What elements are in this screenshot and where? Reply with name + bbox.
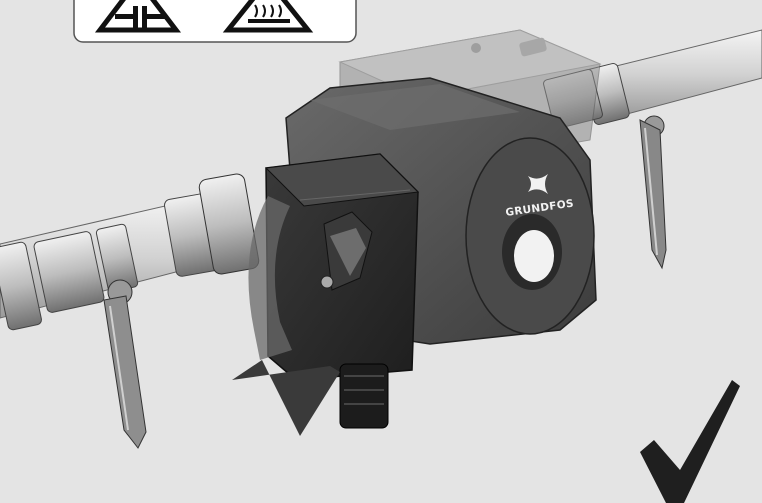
pump-face: GRUNDFOS xyxy=(465,137,595,335)
grundfos-logo-icon xyxy=(528,174,548,194)
hot-surface-icon xyxy=(222,0,314,33)
control-box xyxy=(264,153,420,381)
electrical-isolation-icon xyxy=(94,0,182,33)
rotation-arrow xyxy=(232,196,340,436)
left-pipe xyxy=(0,173,260,331)
cable-gland xyxy=(339,363,389,429)
checkmark-icon xyxy=(640,380,740,503)
left-valve-handle xyxy=(103,279,147,449)
right-valve-handle xyxy=(639,115,667,270)
warning-panel xyxy=(73,0,357,43)
